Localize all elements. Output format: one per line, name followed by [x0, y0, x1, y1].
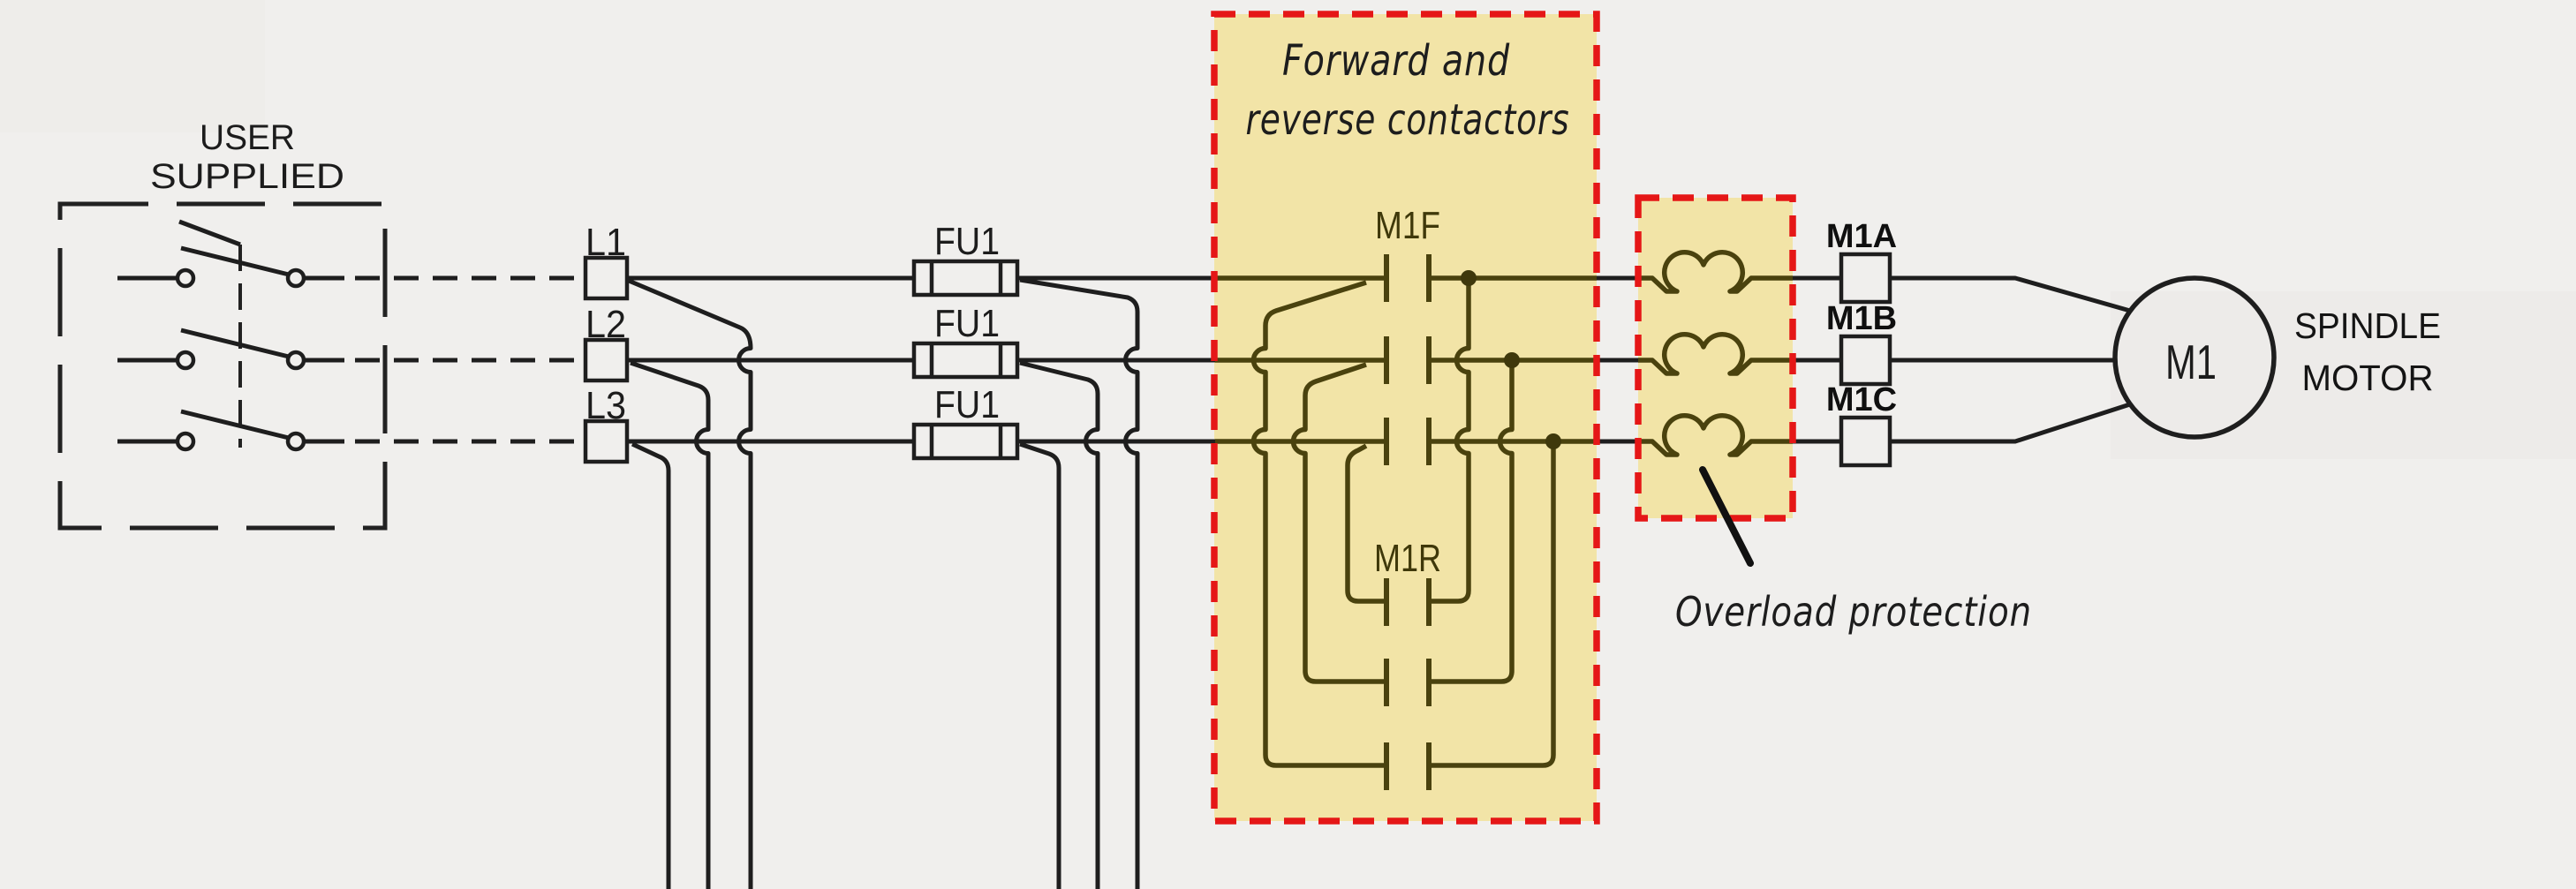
- motor-lead-label-M1B: M1B: [1826, 300, 1897, 337]
- switch-handle: [178, 219, 241, 247]
- line-terminal-group: [583, 255, 914, 889]
- forward-contactor-label: M1F: [1375, 204, 1440, 247]
- disconnect-pole-1: [117, 245, 584, 289]
- junction-dot: [1504, 352, 1520, 368]
- down-branch-wire: [1019, 441, 1061, 889]
- scan-shade-band: [0, 0, 265, 132]
- switch-contact: [175, 350, 196, 371]
- switch-contact: [285, 350, 306, 371]
- line-terminal-label-L3: L3: [585, 384, 626, 427]
- scan-shade-band: [2111, 291, 2576, 459]
- motor-caption-line2: MOTOR: [2302, 358, 2434, 398]
- user-supplied-enclosure: [57, 201, 388, 531]
- forward-contactor-M1F: [1384, 254, 1432, 465]
- junction-dot: [1461, 270, 1477, 286]
- fuse-label-2: FU1: [934, 302, 1000, 345]
- reverse-contactor-M1R: [1250, 270, 1561, 790]
- highlight-border-overload: [1635, 194, 1796, 522]
- fuse-label-1: FU1: [934, 220, 1000, 263]
- reverse-contactor-label: M1R: [1374, 537, 1441, 580]
- switch-contact: [285, 431, 306, 452]
- down-branch-wire: [628, 278, 753, 889]
- line-terminal-label-L2: L2: [585, 303, 626, 346]
- switch-blade: [180, 409, 290, 441]
- motor-lead-wire: [1890, 275, 2131, 313]
- contactors-annotation-line1: Forward and: [1282, 36, 1510, 86]
- crossover-wire: [1345, 443, 1384, 604]
- motor-caption-line1: SPINDLE: [2294, 305, 2441, 346]
- fuse-label-3: FU1: [934, 383, 1000, 426]
- switch-contact: [175, 431, 196, 452]
- overload-heater-element: [1638, 249, 1793, 294]
- down-branch-wire: [630, 360, 711, 889]
- overload-relay-group: [1638, 249, 1793, 457]
- motor-lead-label-M1C: M1C: [1826, 381, 1897, 418]
- crossover-wire: [1250, 280, 1384, 768]
- overload-heater-element: [1638, 412, 1793, 457]
- fuse-group: [911, 259, 1140, 889]
- user-supplied-label-line1: USER: [200, 118, 295, 157]
- down-branch-wire: [1019, 277, 1140, 889]
- crossover-wire: [1432, 360, 1515, 684]
- motor-symbol-label: M1: [2165, 335, 2217, 389]
- junction-dot: [1545, 433, 1561, 449]
- line-terminal-label-L1: L1: [585, 221, 626, 264]
- switch-blade: [180, 245, 290, 277]
- switch-contact: [175, 267, 196, 289]
- switch-contact: [285, 267, 306, 289]
- highlight-forward-reverse-contactors: [1214, 14, 1597, 821]
- overload-heater-element: [1638, 331, 1793, 376]
- disconnect-switch-group: [57, 201, 584, 531]
- overload-annotation: Overload protection: [1675, 588, 2032, 636]
- highlight-border-contactors: [1211, 11, 1600, 825]
- contactors-annotation-line2: reverse contactors: [1246, 95, 1570, 145]
- down-branch-wire: [631, 441, 671, 889]
- disconnect-pole-3: [117, 409, 584, 452]
- crossover-wire: [1290, 362, 1384, 684]
- motor-lead-label-M1A: M1A: [1826, 218, 1897, 255]
- user-supplied-label-line2: SUPPLIED: [150, 157, 344, 196]
- motor-lead-group: [1839, 252, 2277, 468]
- disconnect-pole-2: [117, 328, 584, 371]
- crossover-wire: [1432, 441, 1556, 768]
- motor-symbol: [2112, 275, 2277, 440]
- overload-annotation-pointer: [1699, 466, 1754, 567]
- down-branch-wire: [1019, 360, 1100, 889]
- motor-lead-wire: [1890, 402, 2131, 444]
- crossover-wire: [1432, 278, 1471, 604]
- switch-blade: [180, 328, 290, 359]
